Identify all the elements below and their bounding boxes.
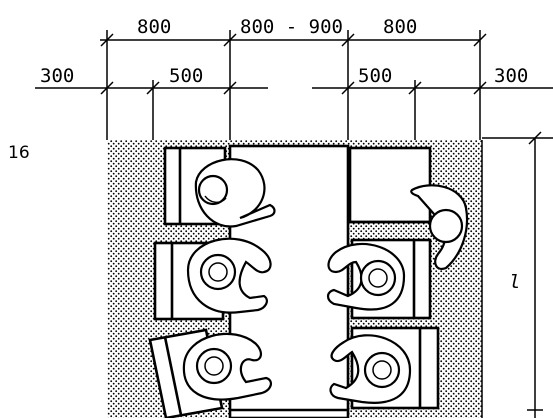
- dim-top-left: 800: [137, 16, 171, 38]
- dim-second-2: 500: [169, 65, 203, 87]
- dim-second-3: 500: [358, 65, 392, 87]
- chair-right-1: [348, 146, 432, 224]
- dim-second-1: 300: [40, 65, 74, 87]
- person-right-1: [410, 184, 469, 270]
- person-left-1: [194, 158, 276, 228]
- dim-second-4: 300: [494, 65, 528, 87]
- person-left-2: [186, 237, 272, 314]
- person-right-2: [326, 242, 406, 311]
- person-right-3: [329, 334, 412, 404]
- figure-number: 16: [8, 143, 30, 163]
- dim-top-right: 800: [383, 16, 417, 38]
- dim-top-center: 800 - 900: [240, 16, 343, 38]
- dim-side-l: l: [509, 271, 520, 293]
- person-left-3: [182, 332, 272, 401]
- dimension-lines: [35, 30, 553, 418]
